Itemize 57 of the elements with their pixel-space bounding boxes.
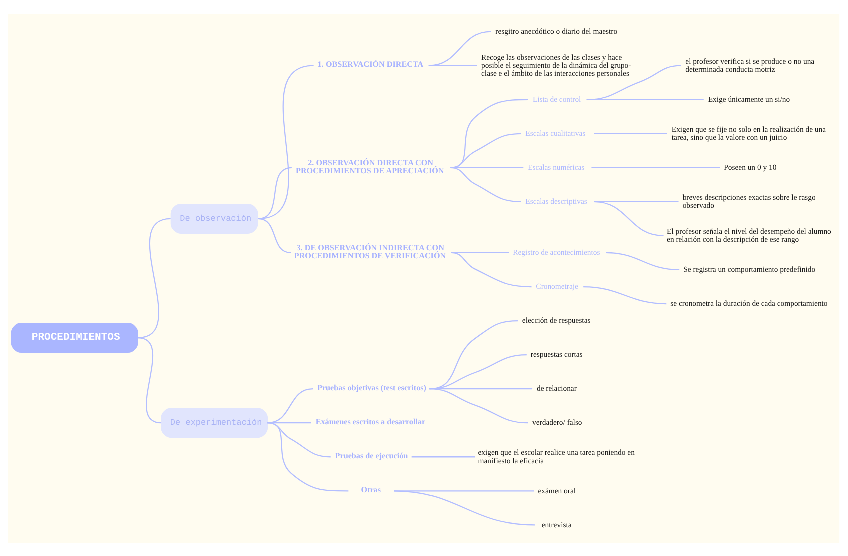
node-box: De observación <box>170 203 258 234</box>
connector <box>428 64 478 66</box>
node-box: PROCEDIMIENTOS <box>11 322 138 353</box>
node-text: verdadero/ falso <box>532 418 582 427</box>
connector <box>268 422 312 424</box>
node-text: Exigen que se fije no solo en la realización de una tarea, sino que la valore con un juicio <box>672 124 826 142</box>
connector <box>394 490 536 526</box>
node-text: breves descripciones exactas sobre le rasgo observado <box>682 192 816 210</box>
node-text: se cronometra la duración de cada comportamiento <box>670 298 828 308</box>
connector <box>584 286 667 304</box>
node-text: Lista de control <box>532 94 582 104</box>
node-text: Escalas numéricas <box>528 162 585 172</box>
connector <box>430 388 529 424</box>
node-text: resgitro anecdótico o diario del maestro <box>496 26 618 36</box>
node-text: El profesor señala el nivel del desempeño del alumno en relación con la descripción de ese rango <box>667 226 832 244</box>
node-text: Se registra un comportamiento predefinido <box>684 264 816 274</box>
connector <box>258 218 292 254</box>
connector <box>606 252 680 270</box>
connector <box>450 98 528 168</box>
connector <box>258 166 292 220</box>
node-text: Poseen un 0 y 10 <box>724 162 777 172</box>
connector <box>586 64 682 100</box>
node-text: Escalas cualitativas <box>526 128 586 138</box>
node-text: 3. DE OBSERVACIÓN INDIRECTA CON PROCEDIMIENTOS DE VERIFICACIÓN <box>294 243 446 260</box>
connector <box>428 30 492 66</box>
node-box: De experimentación <box>161 408 268 438</box>
node-text: Recoge las observaciones de las clases y hace posible el seguimiento de la dinámica del grupo-clase e el ámbito de las interacciones personales <box>482 52 632 78</box>
connector <box>268 422 331 458</box>
connector <box>412 456 476 458</box>
node-text: exigen que el escolar realice una tarea poniendo en manifiesto la eficacia <box>478 448 635 465</box>
node-text: Pruebas de ejecución <box>335 450 408 460</box>
connector <box>268 388 314 424</box>
node-text: Exámenes escritos a desarrollar <box>316 416 426 426</box>
node-text: 1. OBSERVACIÓN DIRECTA <box>318 60 424 69</box>
node-text: exámen oral <box>538 486 576 495</box>
connector <box>450 166 522 202</box>
connector <box>452 252 532 288</box>
connector <box>586 98 704 100</box>
node-text: entrevista <box>542 520 572 529</box>
connector <box>594 132 668 134</box>
connector <box>268 422 349 492</box>
node-text: elección de respuestas <box>522 316 591 325</box>
connector <box>594 200 664 236</box>
node-text: Exige únicamente un si/no <box>708 94 790 104</box>
node-text: Otras <box>361 484 381 494</box>
connector <box>592 166 720 168</box>
node-text: Escalas descriptivas <box>526 196 588 206</box>
connector <box>450 132 522 168</box>
node-text: Pruebas objetivas (test escritos) <box>317 382 426 392</box>
connector <box>138 336 162 424</box>
connector <box>258 64 314 220</box>
node-text: el profesor verifica si se produce o no una determinada conducta motriz <box>686 56 815 74</box>
node-text: 2. OBSERVACIÓN DIRECTA CON PROCEDIMIENTOS DE APRECIACIÓN <box>296 158 444 176</box>
node-text: de relacionar <box>537 384 577 393</box>
node-text: respuestas cortas <box>530 350 583 359</box>
node-text: Registro de acontecimientos <box>513 248 600 257</box>
node-text: Cronometraje <box>536 282 578 291</box>
